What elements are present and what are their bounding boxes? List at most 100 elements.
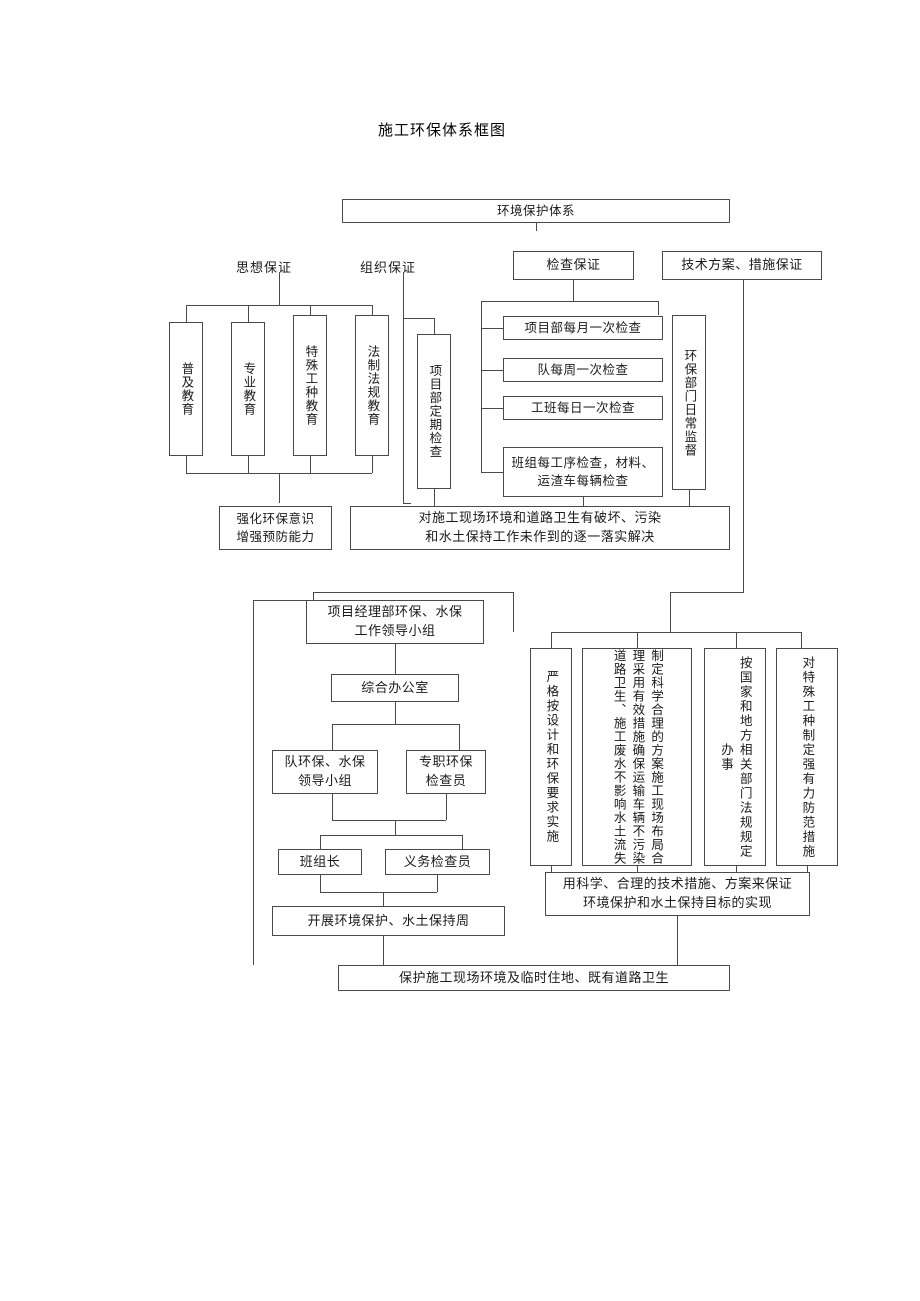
measure-box-strict-design-env-requirement-label: 严格按设计和环保要求实施 bbox=[544, 670, 559, 844]
bottom-box-protect-site-environment-label: 保护施工现场环境及临时住地、既有道路卫生 bbox=[398, 969, 669, 985]
connector-left-outer-spine bbox=[253, 600, 254, 965]
connector-left-to-right-fanout bbox=[513, 592, 514, 632]
pillar-box-technical-plan-guarantee-label: 技术方案、措施保证 bbox=[681, 257, 803, 273]
summary-box-scientific-technical-measures-line2: 环境保护和水土保持目标的实现 bbox=[582, 895, 772, 910]
org-box-fulltime-env-inspector-line1: 专职环保 bbox=[418, 754, 473, 770]
pillar-label-organization-guarantee: 组织保证 bbox=[360, 260, 417, 275]
education-box-general-education-label: 普及教育 bbox=[179, 362, 194, 416]
inspection-box-daily-label: 工班每日一次检查 bbox=[530, 400, 635, 415]
connector-leading-to-office bbox=[395, 644, 396, 674]
connector-inspection-right-bar bbox=[573, 301, 658, 302]
root-box-environment-protection-system: 环境保护体系 bbox=[342, 199, 730, 223]
connector-left-top-bar bbox=[313, 592, 513, 593]
connector-office-down bbox=[395, 702, 396, 724]
connector-thought-down bbox=[279, 272, 280, 305]
connector-periodic-drop bbox=[434, 318, 435, 334]
connector-right-fanout-bar bbox=[551, 632, 801, 633]
connector-edu-up-3 bbox=[310, 456, 311, 473]
outcome-box-site-environment-resolution-line1: 对施工现场环境和道路卫生有破坏、污染 bbox=[418, 510, 662, 526]
org-box-fulltime-env-inspector: 专职环保 检查员 bbox=[406, 750, 486, 794]
connector-inspection-down bbox=[573, 280, 574, 301]
outcome-box-strengthen-awareness-line1: 强化环保意识 bbox=[236, 511, 315, 526]
connector-inspect-item-4 bbox=[481, 472, 503, 473]
connector-volunteer-down bbox=[437, 875, 438, 892]
org-box-project-manager-leading-group-line1: 项目经理部环保、水保 bbox=[327, 604, 463, 620]
education-box-professional-education: 专业教育 bbox=[231, 322, 265, 456]
inspection-box-weekly: 队每周一次检查 bbox=[503, 358, 663, 382]
connector-inspector-down bbox=[446, 794, 447, 820]
summary-box-scientific-technical-measures: 用科学、合理的技术措施、方案来保证 环境保护和水土保持目标的实现 bbox=[545, 872, 810, 916]
connector-inspection-spine bbox=[481, 301, 482, 472]
connector-team-leader-down bbox=[320, 875, 321, 892]
connector-edu-up-2 bbox=[248, 456, 249, 473]
connector-summary-to-bottom bbox=[677, 916, 678, 965]
connector-office-split-bar bbox=[332, 724, 459, 725]
org-box-team-leader: 班组长 bbox=[278, 849, 362, 875]
connector-left-outer-up bbox=[313, 592, 314, 600]
inspection-box-per-process: 班组每工序检查，材料、运渣车每辆检查 bbox=[503, 447, 663, 497]
org-box-project-manager-leading-group: 项目经理部环保、水保 工作领导小组 bbox=[306, 600, 484, 644]
org-box-project-dept-periodic-inspection-label: 项目部定期检查 bbox=[427, 364, 442, 459]
connector-right-drop-1 bbox=[551, 632, 552, 648]
connector-right-drop-4 bbox=[801, 632, 802, 648]
connector-right-drop-3 bbox=[736, 632, 737, 648]
connector-left-outer-top bbox=[253, 600, 313, 601]
connector-team-group-down bbox=[332, 794, 333, 820]
connector-thought-top-bar bbox=[186, 305, 372, 306]
education-box-professional-education-label: 专业教育 bbox=[241, 362, 256, 416]
connector-gather-down-3 bbox=[383, 892, 384, 906]
org-box-project-manager-leading-group-line2: 工作领导小组 bbox=[354, 623, 436, 638]
org-box-env-protection-week: 开展环境保护、水土保持周 bbox=[272, 906, 505, 936]
pillar-label-thought-guarantee: 思想保证 bbox=[236, 260, 293, 275]
inspection-box-weekly-label: 队每周一次检查 bbox=[537, 362, 629, 377]
connector-supervision-to-outcome bbox=[689, 490, 690, 506]
org-box-general-office: 综合办公室 bbox=[331, 674, 459, 702]
measure-box-scientific-plan-layout: 制定科学合理的方案施工现场布局合理采用有效措施确保运输车辆不污染道路卫生、施工废… bbox=[582, 648, 692, 866]
supervision-box-env-dept-daily-label: 环保部门日常监督 bbox=[682, 348, 697, 457]
connector-edu-drop-4 bbox=[372, 305, 373, 322]
inspection-box-monthly-label: 项目部每月一次检查 bbox=[524, 320, 642, 335]
connector-periodic-to-outcome bbox=[434, 489, 435, 506]
connector-technical-spine bbox=[743, 280, 744, 592]
connector-edu-up-4 bbox=[372, 456, 373, 473]
pillar-box-technical-plan-guarantee: 技术方案、措施保证 bbox=[662, 251, 822, 280]
pillar-box-inspection-guarantee-label: 检查保证 bbox=[546, 257, 601, 273]
connector-edu-drop-3 bbox=[310, 305, 311, 322]
education-box-legal-regulation-education: 法制法规教育 bbox=[355, 315, 389, 456]
outcome-box-site-environment-resolution: 对施工现场环境和道路卫生有破坏、污染 和水土保持工作未作到的逐一落实解决 bbox=[350, 506, 730, 550]
org-box-general-office-label: 综合办公室 bbox=[361, 679, 429, 695]
org-box-team-env-water-leading-group-line2: 领导小组 bbox=[297, 773, 352, 788]
measure-box-national-local-regulations-label: 按国家和地方相关部门法规规定办事 bbox=[719, 655, 752, 859]
measure-box-national-local-regulations: 按国家和地方相关部门法规规定办事 bbox=[704, 648, 766, 866]
measure-box-scientific-plan-layout-label: 制定科学合理的方案施工现场布局合理采用有效措施确保运输车辆不污染道路卫生、施工废… bbox=[611, 649, 664, 865]
pillar-box-inspection-guarantee: 检查保证 bbox=[513, 251, 634, 280]
org-box-env-protection-week-label: 开展环境保护、水土保持周 bbox=[307, 912, 470, 928]
root-box-label: 环境保护体系 bbox=[496, 203, 575, 218]
connector-gather-bar-3 bbox=[320, 892, 437, 893]
org-box-fulltime-env-inspector-line2: 检查员 bbox=[425, 773, 467, 788]
bottom-box-protect-site-environment: 保护施工现场环境及临时住地、既有道路卫生 bbox=[338, 965, 730, 991]
connector-edu-up-1 bbox=[186, 456, 187, 473]
summary-box-scientific-technical-measures-line1: 用科学、合理的技术措施、方案来保证 bbox=[562, 876, 793, 892]
connector-inspection-bar bbox=[481, 301, 658, 302]
org-box-volunteer-inspector: 义务检查员 bbox=[385, 849, 490, 875]
connector-edu-to-outcome bbox=[279, 473, 280, 503]
org-box-project-dept-periodic-inspection: 项目部定期检查 bbox=[417, 334, 451, 489]
inspection-box-per-process-label: 班组每工序检查，材料、运渣车每辆检查 bbox=[511, 455, 655, 488]
connector-week-to-bottom bbox=[383, 936, 384, 965]
connector-edu-drop-1 bbox=[186, 305, 187, 322]
education-box-legal-regulation-education-label: 法制法规教育 bbox=[365, 345, 380, 426]
connector-technical-to-fanout bbox=[670, 592, 671, 632]
connector-inspect-item-2 bbox=[481, 370, 503, 371]
connector-edu-drop-2 bbox=[248, 305, 249, 322]
connector-per-process-to-outcome bbox=[583, 497, 584, 506]
measure-box-strict-design-env-requirement: 严格按设计和环保要求实施 bbox=[530, 648, 572, 866]
connector-organization-to-periodic bbox=[403, 318, 434, 319]
measure-box-special-work-preventive-measures-label: 对特殊工种制定强有力防范措施 bbox=[800, 655, 815, 859]
connector-gather-bar-1 bbox=[332, 820, 446, 821]
org-box-volunteer-inspector-label: 义务检查员 bbox=[403, 853, 472, 869]
connector-office-split-right bbox=[459, 724, 460, 750]
outcome-box-strengthen-awareness-line2: 增强预防能力 bbox=[236, 530, 315, 544]
org-box-team-leader-label: 班组长 bbox=[299, 853, 341, 869]
